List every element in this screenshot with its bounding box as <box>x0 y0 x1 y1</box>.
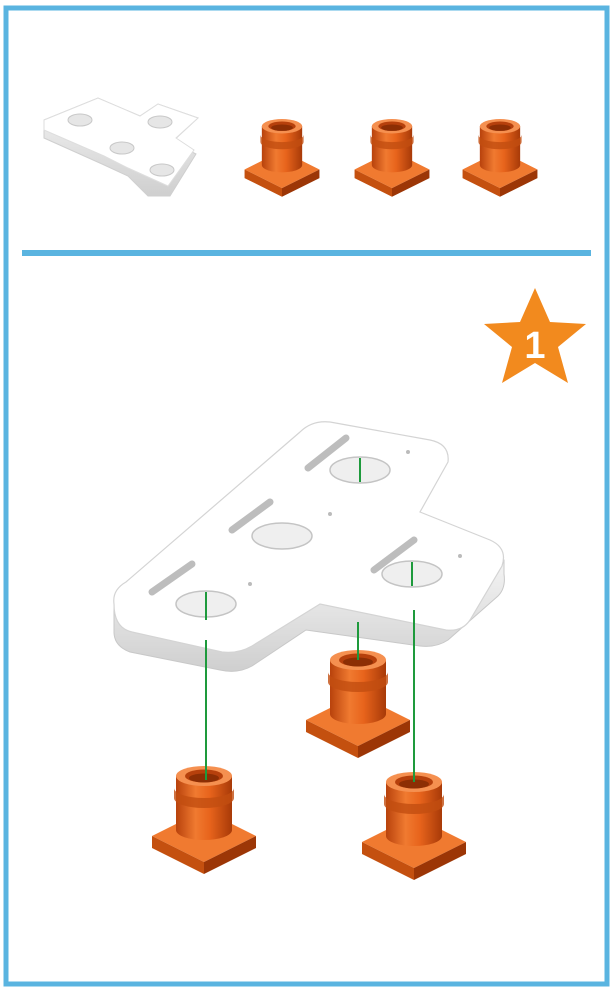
peg-assembly-left <box>152 766 256 874</box>
t-plate-assembly <box>114 422 505 672</box>
section-divider <box>22 250 591 256</box>
parts-list <box>44 98 537 197</box>
step-badge: 1 <box>484 288 586 383</box>
t-plate-part <box>44 98 198 196</box>
peg-part <box>463 119 538 197</box>
peg-part <box>245 119 320 197</box>
peg-assembly-back <box>306 650 410 758</box>
peg-assembly-right <box>362 772 466 880</box>
peg-part <box>355 119 430 197</box>
step-number: 1 <box>524 325 545 367</box>
